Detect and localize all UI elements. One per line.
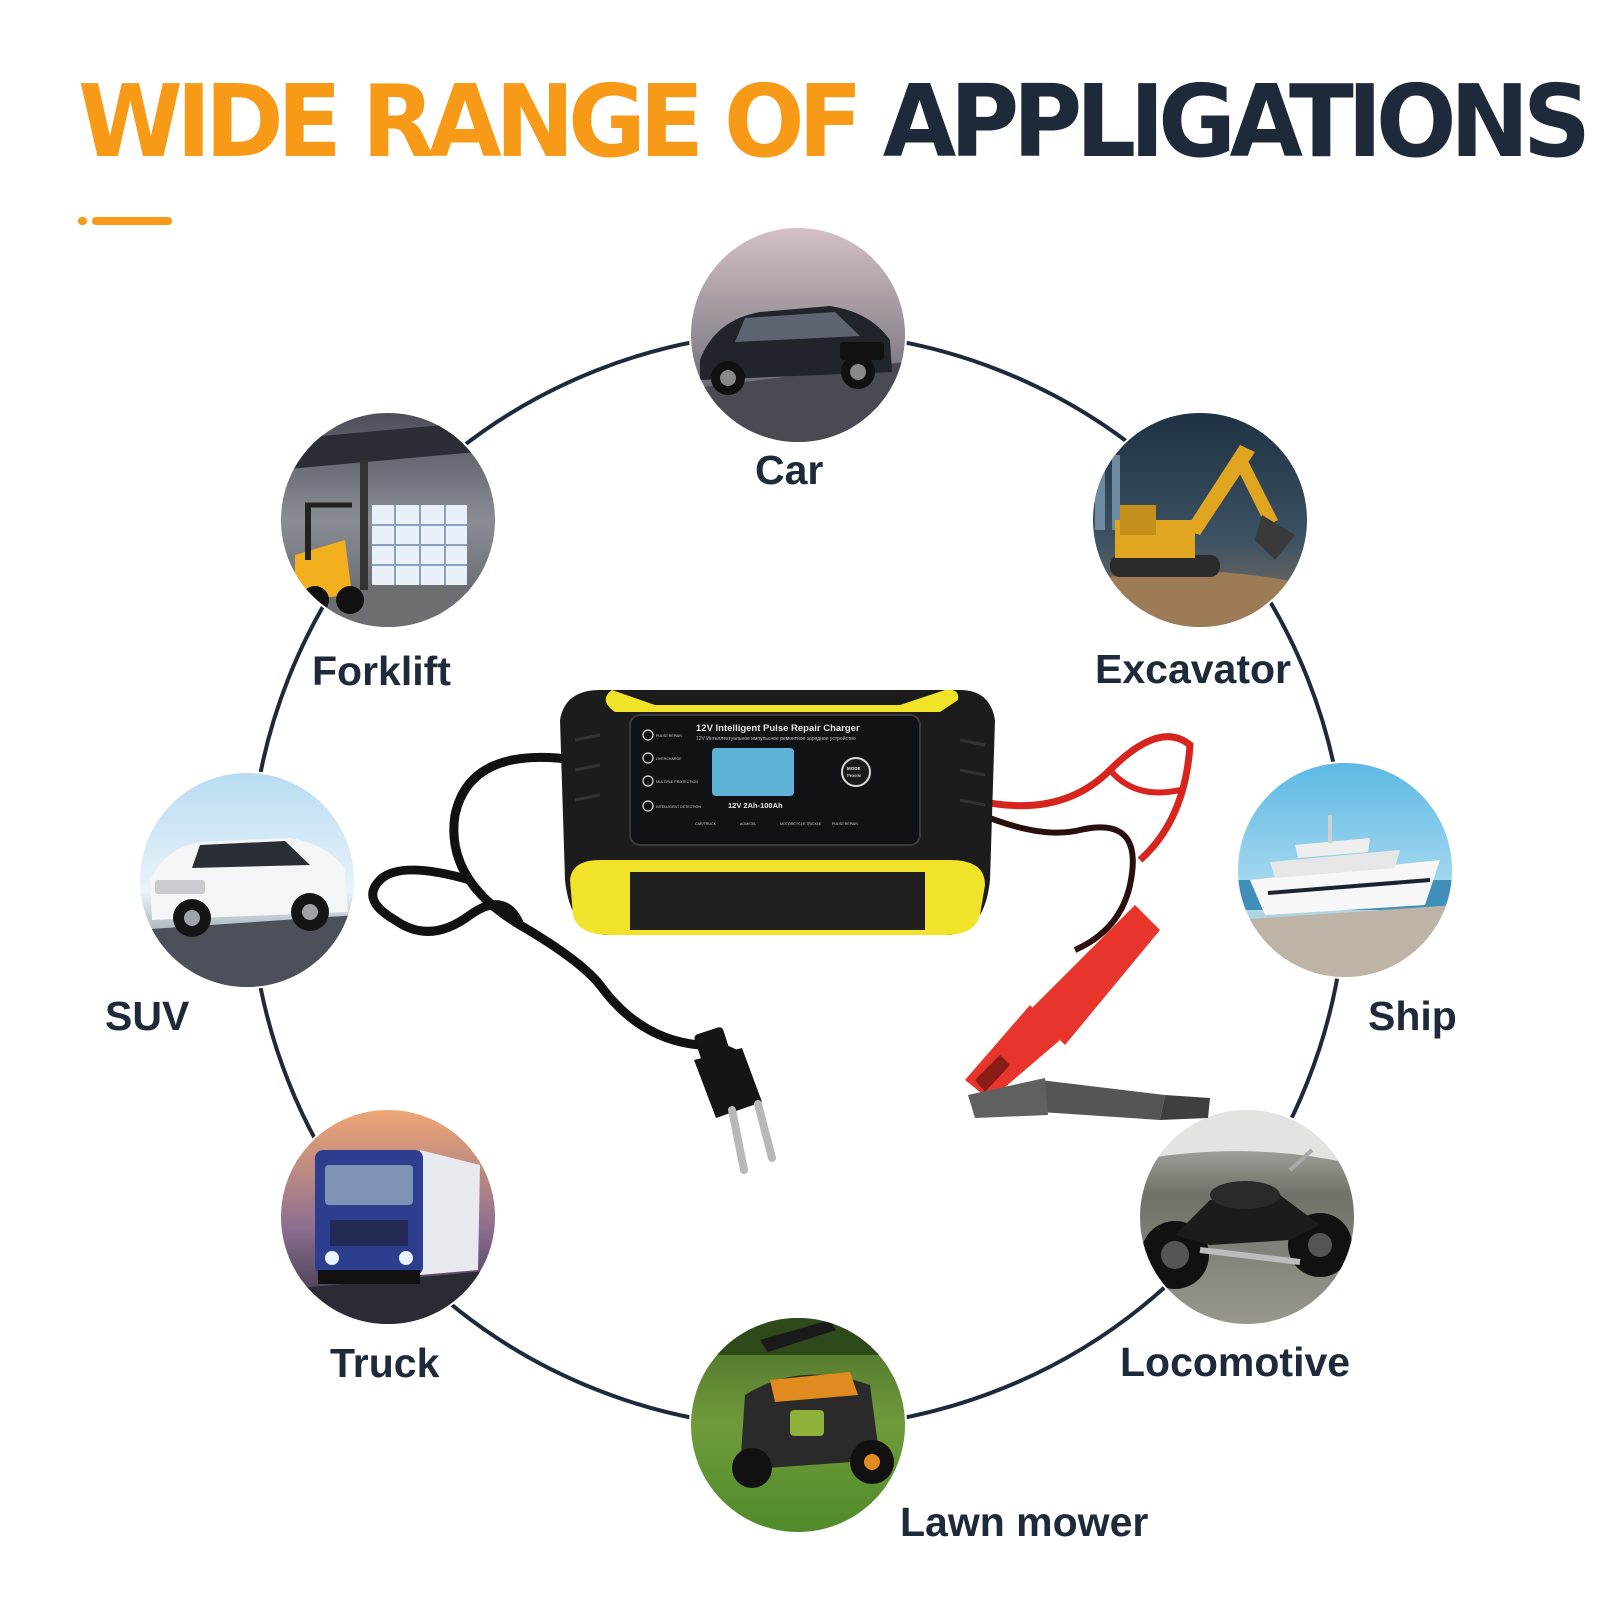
title-highlight: WIDE RANGE OF bbox=[78, 63, 863, 180]
feature-label: INTELLIGENT DETECTION bbox=[656, 805, 701, 809]
lcd-screen bbox=[712, 748, 794, 796]
mode-button-sublabel: Режим bbox=[847, 773, 861, 778]
mode-button-label: MODE bbox=[847, 766, 861, 771]
label-truck: Truck bbox=[330, 1340, 440, 1386]
mode-label: MOTORCYCLE TRICKLE bbox=[780, 822, 822, 826]
charger-panel-title: 12V Intelligent Pulse Repair Charger bbox=[696, 723, 860, 734]
battery-charger: 12V Intelligent Pulse Repair Charger 12V… bbox=[368, 689, 1210, 1174]
suv-photo bbox=[138, 771, 356, 989]
lawn-mower-photo bbox=[689, 1316, 907, 1534]
mode-button[interactable] bbox=[841, 757, 871, 787]
label-lawn-mower: Lawn mower bbox=[900, 1499, 1149, 1545]
title-main: APPLIGATIONS bbox=[882, 63, 1591, 180]
black-clamp bbox=[968, 1078, 1210, 1120]
feature-label: MULTIPLE PROTECTION bbox=[656, 780, 698, 784]
black-cable bbox=[973, 809, 1136, 953]
charger-spec: 12V 2Ah-100Ah bbox=[728, 801, 783, 810]
motorcycle-photo bbox=[1138, 1108, 1356, 1326]
sedan-car-photo bbox=[689, 226, 907, 444]
label-suv: SUV bbox=[105, 993, 190, 1039]
page-title: WIDE RANGE OF APPLIGATIONS bbox=[78, 62, 1591, 182]
power-cord-coil bbox=[368, 865, 525, 936]
label-forklift: Forklift bbox=[312, 648, 451, 694]
title-accent-dot bbox=[78, 217, 87, 225]
excavator-photo bbox=[1091, 411, 1309, 629]
yacht-ship-photo bbox=[1236, 761, 1454, 979]
feature-label: OVERCHARGE bbox=[656, 757, 682, 761]
title-accent-bar bbox=[92, 217, 172, 225]
mode-label: PULSE REPAIR bbox=[832, 822, 858, 826]
mode-label: CAR/TRUCK bbox=[695, 822, 717, 826]
power-plug bbox=[694, 1027, 776, 1174]
charger-body bbox=[560, 689, 995, 935]
label-ship: Ship bbox=[1368, 993, 1457, 1039]
semi-truck-photo bbox=[279, 1108, 497, 1326]
charger-panel-subtitle: 12V Интеллектуальное импульсное ремонтно… bbox=[696, 735, 856, 742]
red-clamp bbox=[965, 905, 1160, 1100]
forklift-photo bbox=[279, 411, 497, 629]
red-cable bbox=[974, 733, 1194, 863]
label-car: Car bbox=[755, 447, 824, 493]
feature-label: PULSE REPAIR bbox=[656, 734, 682, 738]
label-excavator: Excavator bbox=[1095, 646, 1292, 692]
mode-label: AGM/GEL bbox=[740, 822, 756, 826]
label-locomotive: Locomotive bbox=[1120, 1339, 1351, 1385]
